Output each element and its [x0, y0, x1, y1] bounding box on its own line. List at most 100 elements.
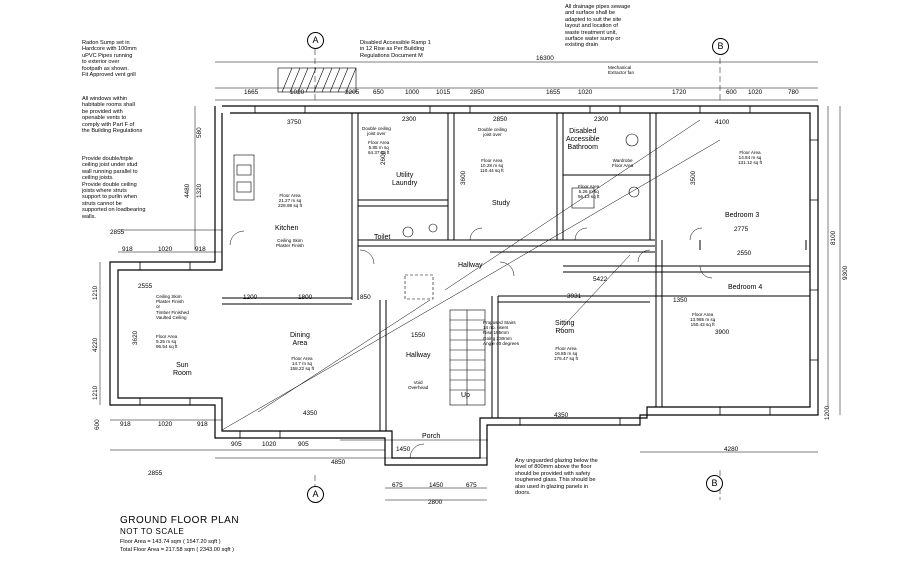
dim-9300: 9300: [842, 265, 849, 280]
room-bathroom: Disabled Accessible Bathroom: [566, 128, 600, 151]
door-swings: [229, 227, 713, 459]
dim-4350-left: 4350: [303, 410, 318, 417]
ramp-note: Disabled Accessible Ramp 1 in 12 Rise as…: [360, 40, 431, 59]
dim-905-b: 905: [298, 441, 309, 448]
dim-2600: 2600: [380, 150, 387, 165]
grid-marker-b-top: B: [712, 38, 729, 55]
dim-1210-a: 1210: [92, 285, 99, 300]
dim-4350-right: 4350: [554, 412, 569, 419]
room-sitting: Sitting Room: [555, 320, 575, 335]
dim-4220: 4220: [92, 337, 99, 352]
room-bedroom-4: Bedroom 4: [728, 284, 763, 291]
bathroom-fittings: [402, 133, 640, 238]
section-lines: [221, 119, 721, 431]
void-overhead: Void Overhead: [408, 380, 429, 391]
room-study: Study: [492, 200, 510, 207]
utility-joist-note: Double ceiling joist over: [362, 126, 391, 137]
extractor-note: Mechanical Extractor fan: [608, 65, 635, 76]
sunroom-finish: Ceiling Skim Plaster Finish or Timber Fi…: [156, 294, 189, 320]
room-dining: Dining Area: [290, 332, 310, 347]
dim-918-d: 918: [197, 421, 208, 428]
dim-850: 850: [360, 294, 371, 301]
dim-top-4: 1000: [405, 89, 420, 96]
dim-1320: 1320: [196, 183, 203, 198]
stairs-note: Proposed Stairs 14 no. risers Rise 195mm…: [483, 320, 520, 346]
room-kitchen: Kitchen: [275, 225, 299, 232]
dim-top-7: 1655: [546, 89, 561, 96]
room-bedroom-3: Bedroom 3: [725, 212, 760, 219]
dim-1450-b: 1450: [429, 482, 444, 489]
kitchen-finish: Ceiling Skim Plaster Finish: [276, 238, 304, 249]
dim-1450-porch: 1450: [396, 446, 411, 453]
kitchen-area: Floor Area 21.27 m sq 228.98 sq ft: [278, 193, 303, 209]
total-floor-area: Total Floor Area = 217.58 sqm ( 2343.00 …: [120, 547, 234, 553]
dim-top-12: 780: [788, 89, 799, 96]
dim-top-2: 2205: [345, 89, 360, 96]
radon-note: Radon Sump set in Hardcore with 100mm uP…: [82, 40, 137, 79]
dim-5422: 5422: [593, 276, 608, 283]
dim-3600: 3600: [460, 170, 467, 185]
dim-1020-b: 1020: [262, 441, 277, 448]
sitting-area: Floor Area 16.85 m sq 175.47 sq ft: [554, 346, 579, 362]
dim-2855-bottom: 2855: [148, 470, 163, 477]
kitchen-units: [233, 154, 255, 201]
dim-918-a: 918: [122, 246, 133, 253]
dim-top-8: 1020: [578, 89, 593, 96]
dim-2555: 2555: [138, 283, 153, 290]
glazing-note: Any unguarded glazing below the level of…: [515, 458, 598, 497]
dim-top-10: 600: [726, 89, 737, 96]
internal-walls: [222, 113, 810, 431]
dim-1800: 1800: [298, 294, 313, 301]
grid-marker-b-bottom: B: [706, 475, 723, 492]
room-utility: Utility Laundry: [392, 172, 418, 187]
dim-2550: 2550: [737, 250, 752, 257]
dim-580: 580: [196, 127, 203, 138]
dimension-lines: [99, 61, 841, 501]
study-area: Floor Area 10.28 m sq 110.44 sq ft: [480, 158, 504, 174]
dim-675-a: 675: [392, 482, 403, 489]
dim-study-width: 2850: [493, 116, 508, 123]
sunroom-area: Floor Area 9.25 m sq 96.54 sq ft: [156, 334, 178, 350]
dining-area: Floor Area 14.7 m sq 158.22 sq ft: [290, 356, 315, 372]
dim-overall: 16300: [536, 55, 554, 62]
dim-1200-right: 1200: [824, 405, 831, 420]
joists-note: Provide double/triple ceiling joist unde…: [82, 156, 146, 220]
ramp: [277, 67, 357, 93]
plan-scale: NOT TO SCALE: [120, 527, 185, 536]
dim-3900: 3900: [715, 329, 730, 336]
dim-top-0: 1665: [244, 89, 259, 96]
utility-area: Floor Area 5.85 m sq 64.37 sq ft: [368, 140, 390, 156]
dim-2800: 2800: [428, 499, 443, 506]
dim-918-b: 918: [195, 246, 206, 253]
dim-2855-top: 2855: [110, 229, 125, 236]
dim-utility-width: 2300: [402, 116, 417, 123]
room-toilet: Toilet: [374, 234, 391, 241]
room-hallway-2: Hallway: [406, 352, 431, 359]
dim-600: 600: [94, 419, 101, 430]
grid-marker-a-top: A: [307, 32, 324, 49]
room-porch: Porch: [422, 433, 441, 440]
dim-918-c: 918: [120, 421, 131, 428]
dim-1200: 1200: [243, 294, 258, 301]
floor-area: Floor Area = 143.74 sqm ( 1547.20 sqft ): [120, 539, 221, 545]
dim-1210-b: 1210: [92, 385, 99, 400]
dim-1350: 1350: [673, 297, 688, 304]
plan-title: GROUND FLOOR PLAN: [120, 515, 240, 526]
dim-905-a: 905: [231, 441, 242, 448]
wardrobe-label: Wardrobe Floor Area: [612, 158, 634, 169]
dim-top-9: 1720: [672, 89, 687, 96]
dim-top-11: 1020: [748, 89, 763, 96]
dim-4480: 4480: [184, 183, 191, 198]
bedroom-3-area: Floor Area 14.84 m sq 131.12 sq ft: [738, 150, 763, 166]
dim-1550: 1550: [411, 332, 426, 339]
dim-bed3-width: 4100: [715, 119, 730, 126]
room-hallway: Hallway: [458, 262, 483, 269]
dim-4850: 4850: [331, 459, 346, 466]
dim-top-3: 650: [373, 89, 384, 96]
dim-top-6: 2850: [470, 89, 485, 96]
dim-1020-a: 1020: [158, 246, 173, 253]
dim-top-1: 1020: [290, 89, 305, 96]
dim-3931: 3931: [567, 293, 582, 300]
dim-bath-width: 2300: [594, 116, 609, 123]
